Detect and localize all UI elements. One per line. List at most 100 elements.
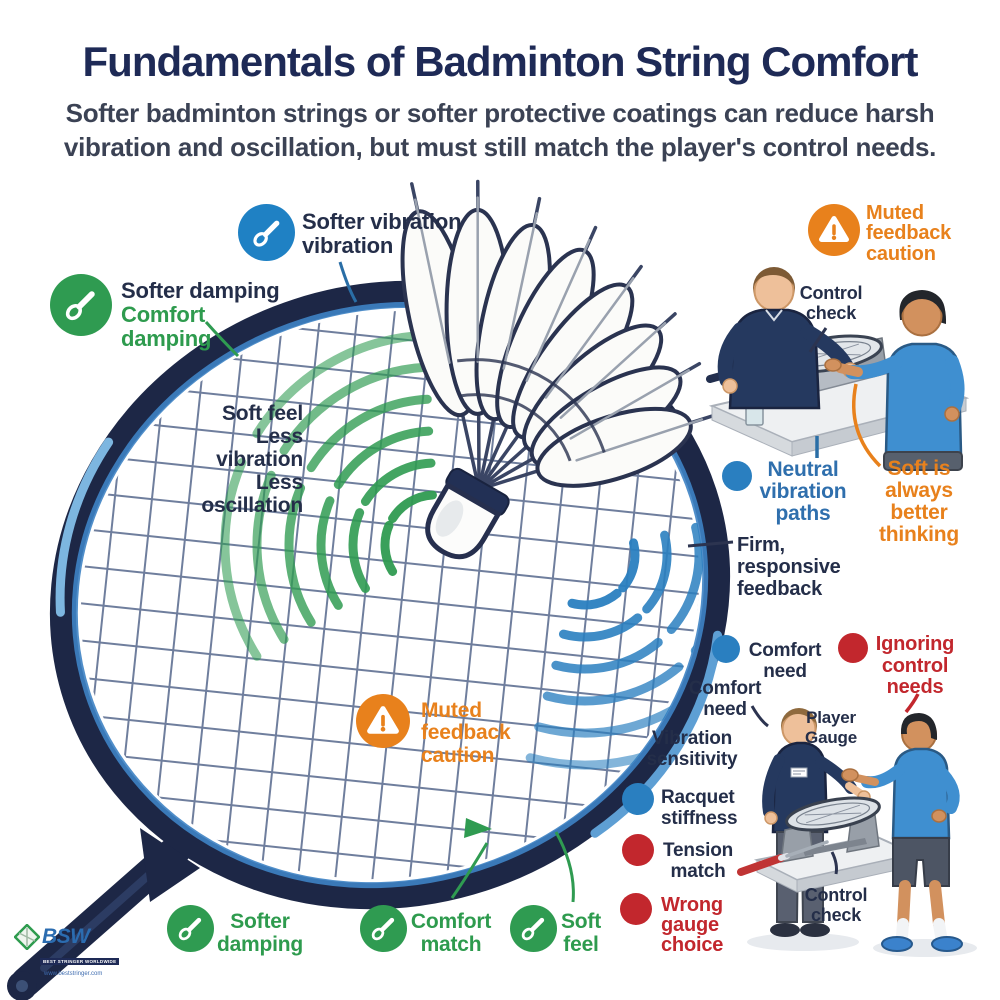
leader-softer-vibration [338,261,358,303]
bottom-comfort-match-line1: Comfort [410,910,492,933]
page-title: Fundamentals of Badminton String Comfort [82,38,919,85]
racquet-glyph [65,291,95,321]
red-dot [838,633,868,663]
label-comfort-need-plain: Comfort need [686,678,764,721]
legend-comfort-need: Comfort need [745,640,825,683]
comfort-need-plain-line1: Comfort [688,678,762,699]
leader-comfort-need [750,705,769,728]
racquet-glyph [178,917,202,941]
player-gauge-line1: Player [806,708,856,727]
string-benefits-line2: Less [255,425,303,449]
string-benefits-line1: Soft feel [221,402,303,425]
bottom-label-comfort-match: Comfort match [406,910,496,956]
control-check-bottom-line1: Control [804,885,868,905]
racquet-glyph [252,220,279,247]
leader-soft-better [852,383,882,468]
callout-neutral-vibration: Neutral vibration paths [757,458,849,526]
ignoring-control-line2: control [881,654,949,677]
label-player-gauge: Player Gauge [797,708,865,747]
muted-center-line2: feedback [421,721,511,745]
warning-icon [356,694,410,748]
warning-triangle-glyph [367,706,399,734]
legend-ignoring-control: Ignoring control needs [869,633,961,699]
comfort-need-line2: need [763,660,807,682]
string-benefits-line3: vibration [216,448,303,472]
racquet-stiffness-line2: stiffness [661,807,738,829]
bottom-softer-damping-line1: Softer [230,910,290,933]
blue-dot [622,783,654,815]
leader-control-check-bottom [830,851,838,875]
firm-feedback-line1: Firm, [737,534,785,556]
muted-top-line2: feedback [866,222,952,245]
muted-top-line3: caution [866,242,936,265]
comfort-need-line1: Comfort [748,640,822,661]
leader-control-check-top [808,327,828,353]
muted-center-line1: Muted [421,699,482,722]
racquet-glyph [371,917,395,941]
leader-lines [204,261,920,903]
red-dot [622,834,654,866]
soft-better-line2: always [885,479,953,503]
muted-top-line1: Muted [866,202,924,224]
neutral-vibration-line3: paths [775,502,831,526]
control-check-top-line2: check [805,302,857,323]
racquet-icon [167,905,214,952]
softer-vibration-line1: Softer vibration [302,209,462,234]
logo-url: www.beststringer.com [44,971,103,977]
tension-match-line2: match [670,860,726,882]
leader-soft-feel [554,831,575,903]
shuttlecock [339,179,716,632]
control-check-top-line1: Control [799,283,863,303]
control-check-bottom-line2: check [810,904,862,925]
player-figure [824,290,965,471]
bottom-softer-damping-line2: damping [216,933,304,957]
damping-waves-green [220,330,650,760]
softer-vibration-line2: vibration [302,233,394,259]
bottom-soft-feel-line1: Soft [560,910,602,933]
firm-feedback-line2: responsive [737,556,841,578]
shuttlecock-cork [425,467,510,560]
vibration-sensitivity-line1: Vibration [651,728,733,749]
shuttlecock-veins [414,196,704,462]
racquet-glyph [521,917,545,941]
warning-icon [808,204,860,256]
softer-damping-line2: damping [121,326,212,352]
leader-comfort-match [450,842,489,899]
bsw-logo-icon [14,924,40,950]
blue-dot [712,635,740,663]
shuttlecock-bands [339,358,613,632]
callout-soft-better: Soft is always better thinking [873,457,965,547]
page-subtitle-line2: vibration and oscillation, but must stil… [63,132,937,162]
player-figure-full [841,713,963,952]
blue-dot [722,461,752,491]
racquet-icon [360,905,407,952]
muted-center-line3: caution [421,743,495,767]
label-control-check-top: Control check [795,283,867,324]
soft-better-line4: thinking [878,523,960,547]
racquet-icon [238,204,295,261]
label-control-check-bottom: Control check [798,885,874,926]
bottom-soft-feel-line2: feel [563,933,599,957]
leader-firm-feedback [687,540,734,548]
wrong-gauge-line1: Wrong [661,894,723,916]
wrong-gauge-line2: gauge [661,914,719,936]
racquet-icon [510,905,557,952]
neutral-vibration-line1: Neutral [767,458,839,481]
racquet-icon [50,274,112,336]
bottom-label-soft-feel: Soft feel [554,910,608,956]
bottom-label-softer-damping: Softer damping [214,910,306,956]
legend-racquet-stiffness: Racquet stiffness [661,787,738,830]
soft-better-line3: better [890,501,948,525]
warning-triangle-glyph [819,216,849,242]
frame-green-marker [464,818,492,838]
comfort-need-plain-line2: need [703,698,747,720]
vibration-sensitivity-line2: sensitivity [646,748,738,770]
bottom-comfort-match-line2: match [420,933,482,957]
tension-match-line1: Tension [662,840,734,861]
softer-damping-heading: Softer damping [121,278,280,303]
string-benefits-line5: oscillation [201,494,303,518]
string-benefits-line4: Less [255,471,303,495]
firm-feedback-line3: feedback [737,578,823,600]
wrong-gauge-line3: choice [661,934,724,956]
legend-wrong-gauge: Wrong gauge choice [661,895,723,955]
